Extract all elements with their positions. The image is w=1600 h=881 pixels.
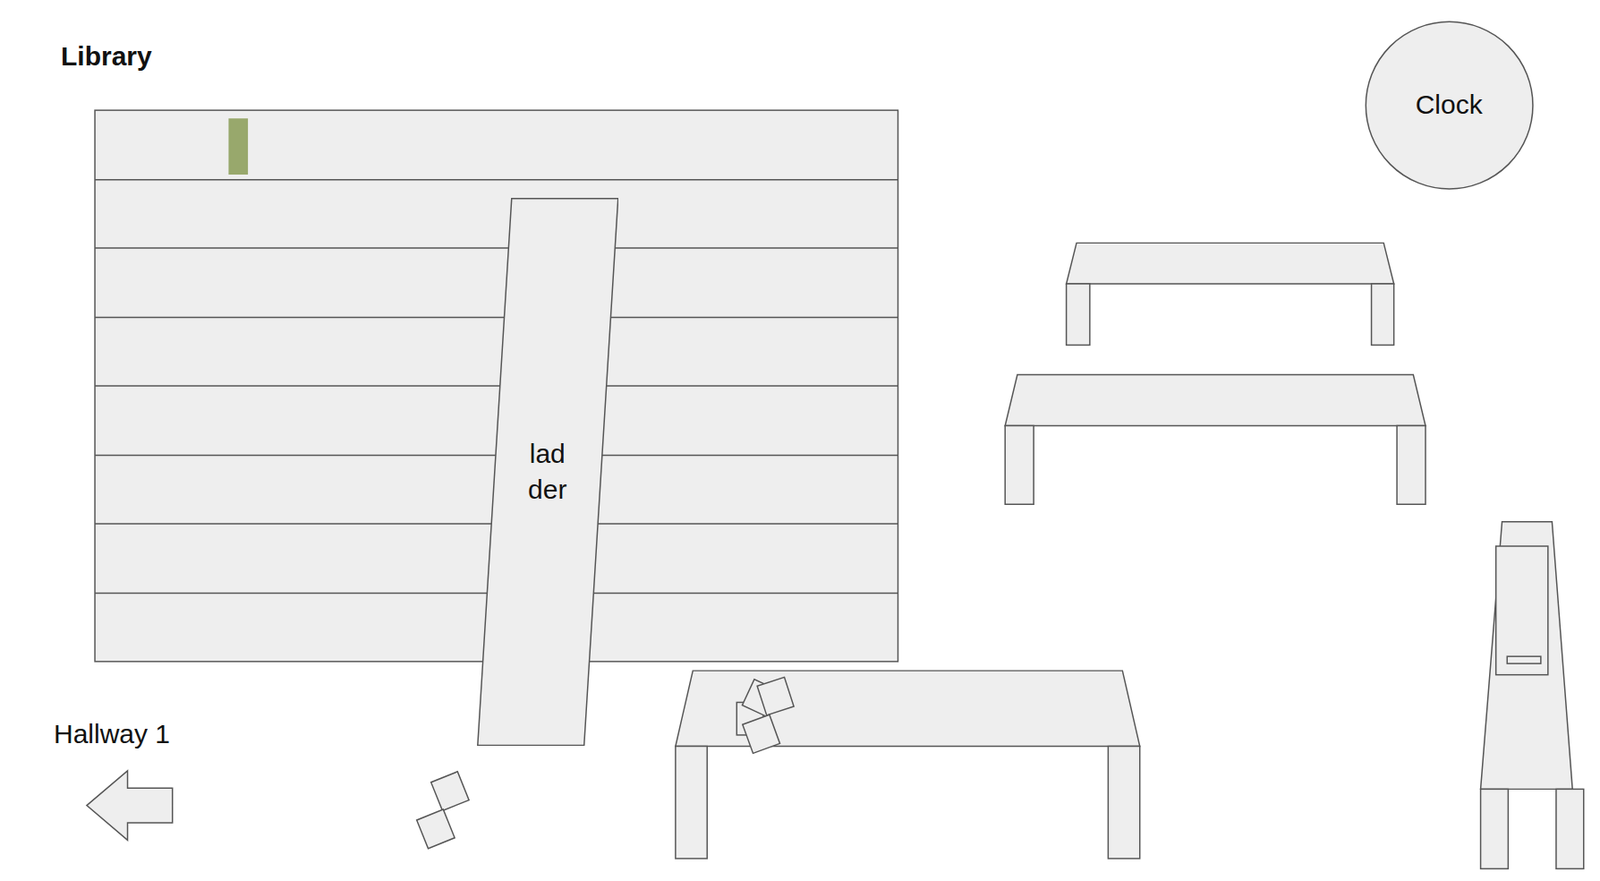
clock-circle: Clock <box>1364 20 1534 190</box>
small-table <box>1066 242 1395 345</box>
papers-on-table <box>736 676 794 753</box>
green-book <box>228 118 248 175</box>
ladder-label: lad der <box>527 435 567 509</box>
medium-table <box>1004 374 1426 504</box>
ladder-shape-outline <box>476 197 620 746</box>
room-label: Hallway 1 <box>53 718 171 749</box>
papers-on-floor <box>417 771 469 849</box>
page-title: Library <box>60 41 153 72</box>
ladder-shape: lad der <box>476 197 620 746</box>
ladder-body <box>476 198 618 746</box>
clock-label: Clock <box>1415 86 1483 124</box>
chair <box>1480 521 1584 869</box>
text-holder: lad der <box>527 435 567 509</box>
large-table <box>675 670 1141 859</box>
text-holder: Clock <box>1415 86 1483 124</box>
exit-arrow <box>86 770 173 841</box>
clock-face <box>1365 21 1533 189</box>
